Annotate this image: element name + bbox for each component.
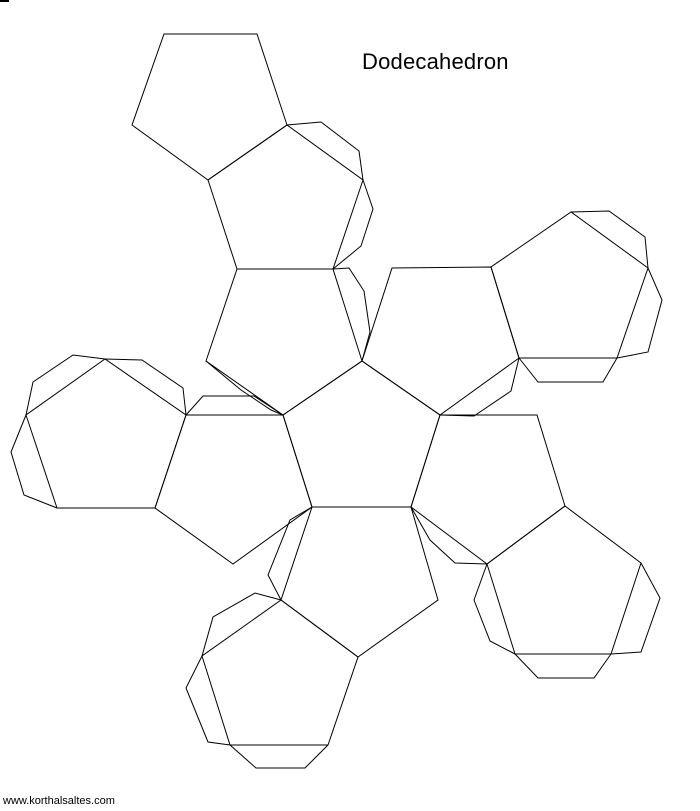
face-lower-right	[486, 505, 642, 655]
face-lower-left	[201, 599, 359, 746]
glue-tab	[610, 562, 661, 655]
corner-mark	[0, 0, 9, 2]
face-bottom	[280, 506, 439, 658]
glue-tab	[410, 506, 488, 565]
glue-tab	[185, 395, 284, 416]
glue-tab	[25, 354, 106, 416]
glue-tab	[616, 267, 663, 359]
glue-tab	[205, 360, 284, 416]
face-top-middle	[207, 124, 364, 270]
face-upper-left	[205, 268, 363, 416]
glue-tab	[286, 121, 364, 181]
glue-tab	[229, 744, 329, 769]
face-top	[131, 33, 288, 181]
glue-tab	[201, 592, 282, 657]
glue-tab	[439, 357, 520, 417]
glue-tab	[10, 414, 58, 509]
glue-tab	[332, 267, 371, 362]
face-left	[154, 414, 313, 565]
glue-tab	[514, 653, 612, 679]
glue-tab	[570, 210, 649, 269]
diagram-title: Dodecahedron	[362, 49, 509, 74]
glue-tab	[267, 506, 313, 601]
credit-text: www.korthalsaltes.com	[3, 795, 115, 807]
glue-tab	[104, 358, 187, 416]
face-center	[282, 360, 441, 508]
glue-tabs	[10, 121, 663, 769]
glue-tab	[185, 655, 231, 746]
face-far-left	[25, 358, 187, 509]
faces	[25, 33, 649, 746]
face-right	[410, 414, 566, 565]
face-far-right	[490, 211, 649, 359]
glue-tab	[473, 563, 516, 655]
glue-tab	[518, 357, 618, 383]
glue-tab	[332, 179, 374, 270]
face-upper-right	[361, 266, 520, 416]
